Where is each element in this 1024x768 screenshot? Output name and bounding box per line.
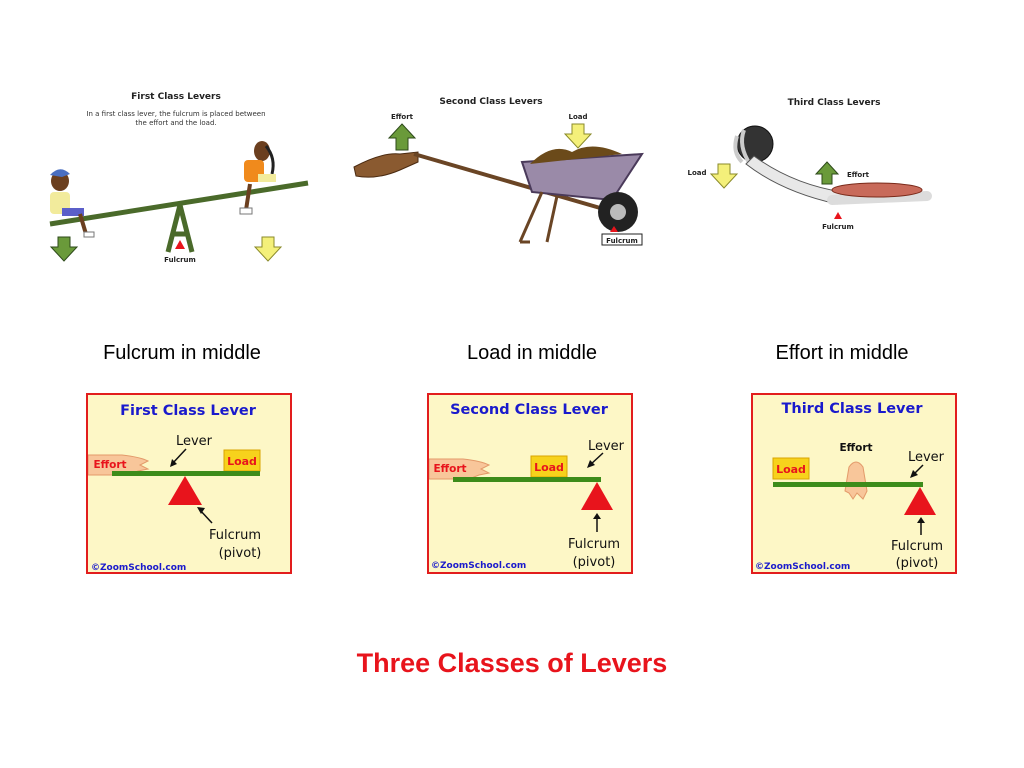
arrowhead-icon (593, 513, 601, 519)
effort-label: Effort (93, 459, 126, 471)
seesaw-support (165, 204, 195, 253)
illustration-description: the effort and the load. (135, 119, 216, 127)
lever-bar (773, 482, 923, 487)
fulcrum-label: Fulcrum (606, 237, 638, 245)
pivot-label: (pivot) (896, 556, 939, 571)
panel-title: Third Class Lever (782, 401, 924, 417)
muscle-icon (831, 182, 923, 198)
first-class-illustration: First Class Levers In a first class leve… (40, 84, 320, 269)
load-label: Load (568, 113, 587, 121)
load-label: Load (687, 169, 706, 177)
illustration-title: Third Class Levers (788, 98, 881, 108)
effort-down-arrow-icon (49, 236, 79, 262)
load-down-arrow-icon (709, 163, 739, 189)
fulcrum-label: Fulcrum (822, 223, 854, 231)
fulcrum-triangle-icon (581, 482, 613, 510)
hand-icon (429, 458, 491, 480)
arrowhead-icon (917, 517, 925, 523)
first-class-lever-panel: First Class Lever Lever Effort Load Fulc… (86, 393, 292, 574)
fulcrum-label-box (601, 233, 643, 246)
child-right-icon (239, 141, 276, 215)
illustration-title: Second Class Levers (439, 97, 542, 107)
panel-title: Second Class Lever (450, 402, 609, 418)
third-class-lever-panel: Third Class Lever Effort Lever Load Fulc… (751, 393, 957, 574)
lever-label: Lever (176, 434, 213, 449)
fulcrum-triangle-icon (904, 487, 936, 515)
barrow-legs (518, 191, 559, 244)
credit-label: ©ZoomSchool.com (755, 562, 850, 572)
seesaw-plank (49, 180, 309, 227)
effort-label: Effort (839, 442, 872, 454)
effort-label: Effort (391, 113, 414, 121)
fulcrum-label: Fulcrum (209, 528, 261, 543)
load-down-arrow-icon (253, 236, 283, 262)
pivot-label: (pivot) (219, 546, 262, 561)
credit-label: ©ZoomSchool.com (91, 563, 186, 572)
illustration-title: First Class Levers (131, 92, 221, 102)
lever-bar (112, 471, 260, 476)
arms-icon (353, 151, 419, 178)
fulcrum-triangle-icon (610, 226, 618, 232)
arrowhead-icon (170, 459, 177, 467)
second-class-illustration: Second Class Levers Effort Load Fulcrum (352, 92, 652, 252)
pivot-label: (pivot) (573, 555, 616, 570)
credit-label: ©ZoomSchool.com (431, 561, 526, 571)
fulcrum-triangle-icon (834, 212, 842, 219)
caption-second-class: Load in middle (466, 342, 598, 364)
fulcrum-label: Fulcrum (891, 539, 943, 554)
barrow-handle (413, 152, 615, 214)
child-left-icon (50, 169, 95, 238)
upper-arm-bone-icon (827, 191, 932, 205)
caption-third-class: Effort in middle (775, 342, 909, 364)
hand-icon (844, 461, 868, 500)
lever-label: Lever (588, 439, 625, 454)
fulcrum-label: Fulcrum (164, 256, 196, 264)
load-label: Load (534, 461, 564, 474)
load-down-arrow-icon (563, 123, 593, 149)
hand-bones-icon (733, 129, 752, 166)
load-label: Load (776, 463, 806, 476)
caption-first-class: Fulcrum in middle (103, 342, 261, 364)
fulcrum-label: Fulcrum (568, 537, 620, 552)
effort-up-arrow-icon (814, 161, 840, 185)
second-class-lever-panel: Second Class Lever Lever Effort Load Ful… (427, 393, 633, 574)
effort-up-arrow-icon (387, 123, 417, 151)
lever-bar (453, 477, 601, 482)
arrowhead-icon (910, 470, 918, 478)
third-class-illustration: Third Class Levers Load Effort Fulcrum (682, 92, 942, 242)
fulcrum-triangle-icon (175, 240, 185, 249)
panel-title: First Class Lever (120, 403, 257, 419)
effort-label: Effort (433, 463, 466, 475)
fulcrum-triangle-icon (168, 476, 202, 505)
arrowhead-icon (587, 460, 595, 468)
effort-label: Effort (847, 171, 870, 179)
load-label: Load (227, 455, 257, 468)
lever-label: Lever (908, 450, 945, 465)
arrowhead-icon (197, 507, 205, 514)
illustration-description: In a first class lever, the fulcrum is p… (86, 110, 265, 118)
barrow-load-icon (530, 146, 622, 164)
load-box (772, 457, 810, 480)
slide-title: Three Classes of Levers (356, 648, 668, 678)
